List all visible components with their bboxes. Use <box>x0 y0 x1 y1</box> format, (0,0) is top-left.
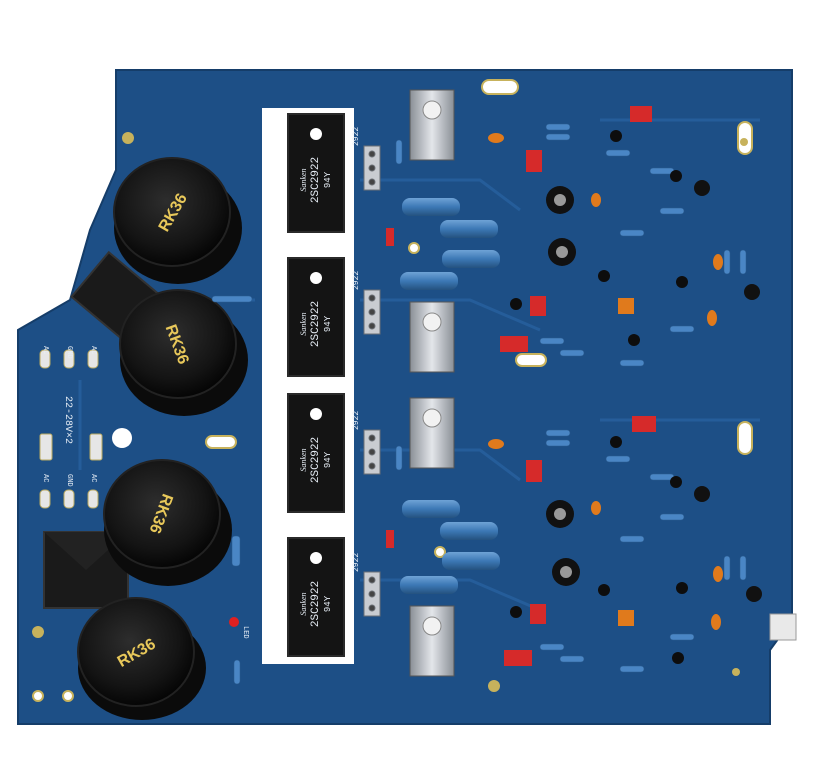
led-label: LED <box>241 626 249 639</box>
transistor-brand: Sanken <box>299 312 308 335</box>
label-gnd: GND <box>65 474 73 487</box>
transistor-grade: 94Y <box>323 595 333 612</box>
transistor-part: 2SC2922 <box>310 437 322 483</box>
transistor-grade: 94Y <box>323 315 333 332</box>
label-ac: AC <box>89 474 97 482</box>
supply-voltage-label: 22-28V×2 <box>62 396 73 444</box>
capacitor: RK36 <box>113 157 242 284</box>
transistor-brand: Sanken <box>299 448 308 471</box>
left-silkscreen: AC GND AC 22-28V×2 AC GND AC <box>41 346 97 487</box>
label-ac: AC <box>41 346 49 354</box>
label-ac: AC <box>41 474 49 482</box>
mounting-holes <box>32 79 753 702</box>
svg-text:2922: 2922 <box>352 553 361 572</box>
power-resistor <box>400 198 500 594</box>
power-transistor: Sanken 2SC2922 94Y <box>287 393 345 513</box>
transistor-brand: Sanken <box>299 592 308 615</box>
power-transistor: Sanken 2SC2922 94Y <box>287 257 345 377</box>
terminal-pads <box>39 349 103 509</box>
power-transistor: Sanken 2SC2922 94Y <box>287 537 345 657</box>
electrolytic-capacitor <box>546 180 762 602</box>
label-gnd: GND <box>65 346 73 359</box>
svg-text:2922: 2922 <box>352 127 361 146</box>
signal-resistors <box>211 123 747 685</box>
transistor-brand: Sanken <box>299 168 308 191</box>
output-connector <box>769 613 797 641</box>
led <box>229 617 239 627</box>
transistor-grade: 94Y <box>323 451 333 468</box>
transistor-grade: 94Y <box>323 171 333 188</box>
transistor-part: 2SC2922 <box>310 581 322 627</box>
transistor-part: 2SC2922 <box>310 301 322 347</box>
trimmer-potentiometer <box>488 133 723 630</box>
heatsink <box>409 89 455 677</box>
capacitor: RK36 <box>103 459 232 586</box>
film-capacitor <box>386 106 656 666</box>
transistor-part: 2SC2922 <box>310 157 322 203</box>
power-transistor: Sanken 2SC2922 94Y <box>287 113 345 233</box>
svg-text:2922: 2922 <box>352 411 361 430</box>
part-code-silkscreen: 2922 2922 2922 2922 <box>352 127 361 572</box>
signal-transistors <box>510 130 688 664</box>
capacitor: RK36 <box>119 289 248 416</box>
pin-header <box>363 145 381 617</box>
svg-text:2922: 2922 <box>352 271 361 290</box>
capacitor: RK36 <box>77 597 206 720</box>
label-ac: AC <box>89 346 97 354</box>
